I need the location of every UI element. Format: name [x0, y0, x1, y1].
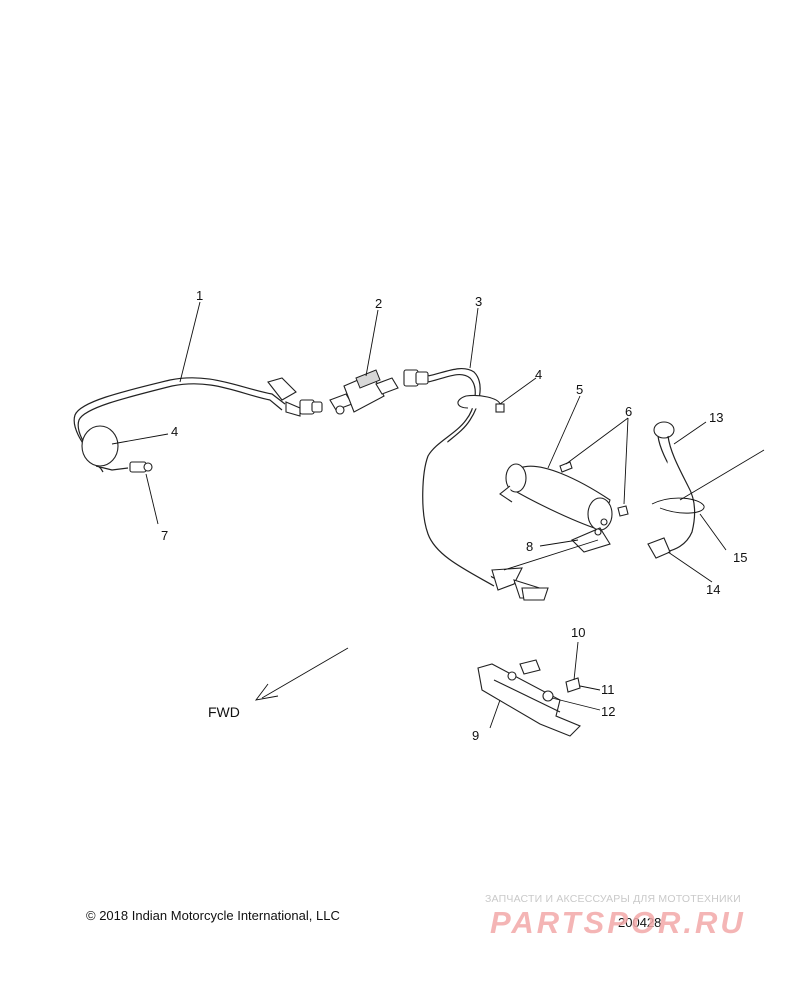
part-14-elbow — [647, 537, 671, 559]
part-1-retainer-tag — [267, 377, 297, 401]
callout-9: 9 — [472, 728, 479, 743]
callout-10: 10 — [571, 625, 585, 640]
part-4-clamp-left — [81, 425, 119, 467]
watermark-caption: ЗАПЧАСТИ И АКСЕССУАРЫ ДЛЯ МОТОТЕХНИКИ — [485, 893, 741, 905]
part-12-nut — [542, 690, 554, 702]
callout-4-left: 4 — [171, 424, 178, 439]
part-7-fitting — [129, 461, 153, 473]
callout-6: 6 — [625, 404, 632, 419]
part-1-vapor-hose — [73, 377, 323, 473]
watermark-logo: PARTSPOR.RU — [490, 905, 746, 940]
callout-4-upper: 4 — [535, 367, 542, 382]
callout-15: 15 — [733, 550, 747, 565]
drawing-number: 200428 — [618, 915, 662, 930]
part-10-bolt — [519, 659, 541, 675]
callout-13: 13 — [709, 410, 723, 425]
callout-labels: 1 2 3 4 5 6 7 8 4 13 15 14 10 11 12 9 FW… — [161, 288, 747, 743]
part-11-washer — [565, 677, 581, 693]
callout-1: 1 — [196, 288, 203, 303]
callout-3: 3 — [475, 294, 482, 309]
part-4-clamp — [457, 394, 505, 413]
callout-5: 5 — [576, 382, 583, 397]
part-15-clamp — [651, 497, 705, 514]
leader-lines — [111, 301, 727, 729]
copyright-text: © 2018 Indian Motorcycle International, … — [86, 908, 340, 923]
callout-14: 14 — [706, 582, 720, 597]
part-13-vent-hose — [647, 421, 765, 559]
callout-2: 2 — [375, 296, 382, 311]
callout-11: 11 — [601, 682, 615, 697]
callout-8: 8 — [526, 539, 533, 554]
fwd-label: FWD — [208, 704, 240, 720]
part-5-canister — [499, 463, 613, 553]
forward-arrow — [254, 647, 349, 701]
callout-7: 7 — [161, 528, 168, 543]
part-9-bracket — [477, 659, 581, 737]
part-3-vapor-hose — [403, 368, 549, 601]
part-2-purge-valve — [329, 369, 399, 415]
callout-12: 12 — [601, 704, 615, 719]
